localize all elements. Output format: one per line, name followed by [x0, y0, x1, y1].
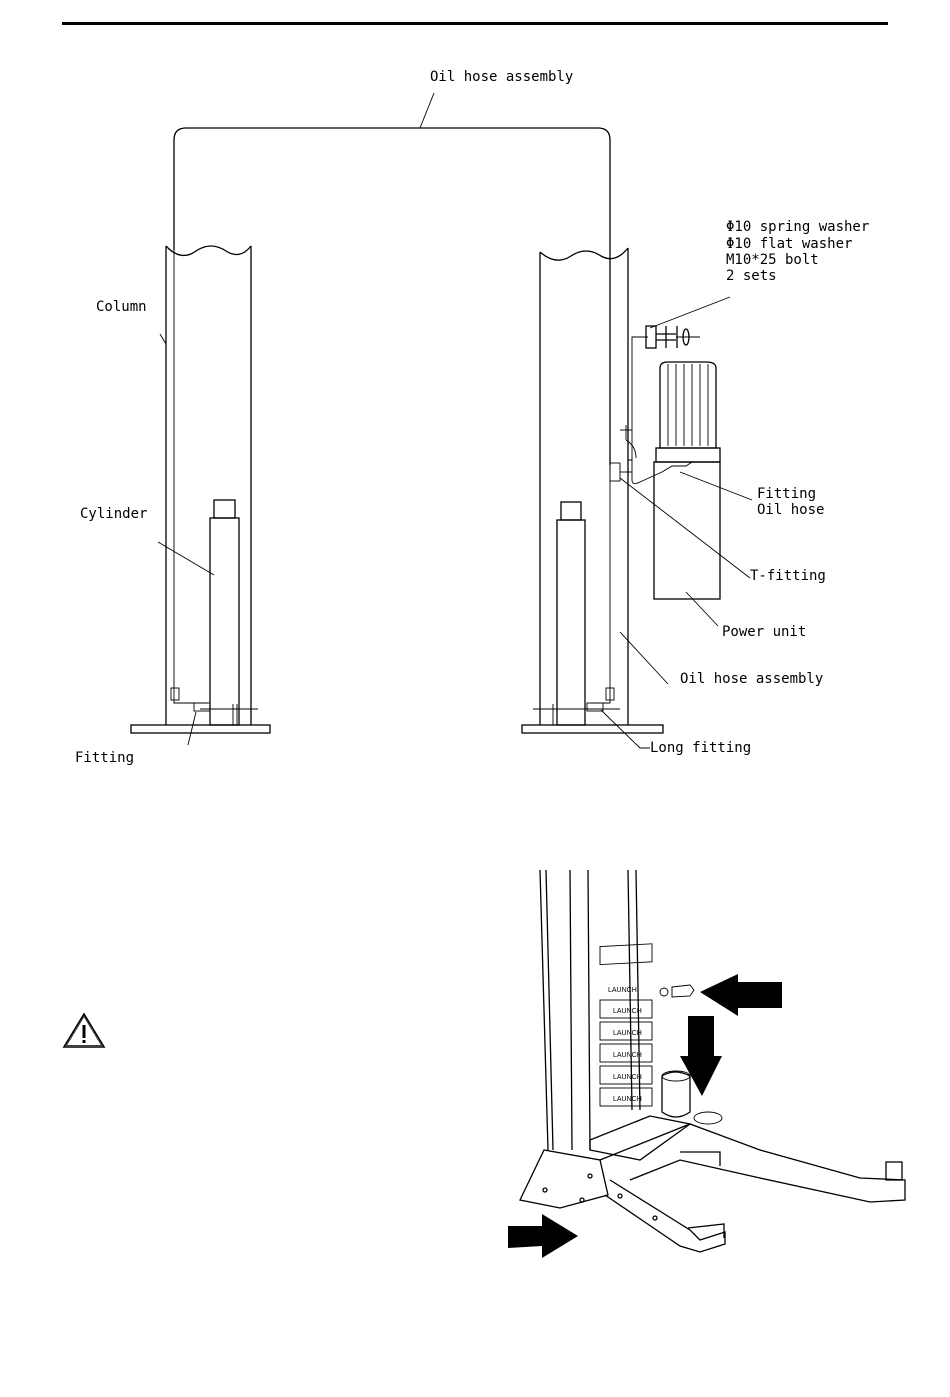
hose-connection-diagram: Oil hose assembly Column Cylinder Fittin… [0, 0, 950, 800]
label-oil-hose: Oil hose [757, 502, 824, 518]
label-bolt: M10*25 bolt [726, 252, 819, 268]
label-fitting-left: Fitting [75, 750, 134, 766]
base-and-arms [520, 1116, 905, 1252]
label-cylinder: Cylinder [80, 506, 147, 522]
lock-plate-label-4: LAUNCH [613, 1052, 642, 1059]
lock-plate-label-1: LAUNCH [608, 987, 637, 994]
label-oil-hose-bottom: Oil hose assembly [680, 671, 823, 687]
arrow-right-icon [700, 974, 782, 1016]
label-flat-washer: Φ10 flat washer [726, 236, 852, 252]
lock-plate-label-6: LAUNCH [613, 1096, 642, 1103]
label-power-unit: Power unit [722, 624, 806, 640]
top-oil-hose [174, 128, 610, 465]
arrow-down-icon [680, 1016, 722, 1096]
lock-plates: LAUNCH LAUNCH LAUNCH LAUNCH LAUNCH LAUNC… [600, 944, 652, 1106]
label-oil-hose-top: Oil hose assembly [430, 69, 573, 85]
washer [660, 988, 668, 996]
left-column [131, 246, 270, 733]
column-base-illustration: LAUNCH LAUNCH LAUNCH LAUNCH LAUNCH LAUNC… [0, 860, 950, 1280]
power-unit [610, 362, 720, 599]
bolt [672, 985, 694, 997]
label-column: Column [96, 299, 147, 315]
lock-plate-label-3: LAUNCH [613, 1030, 642, 1037]
lock-plate-label-5: LAUNCH [613, 1074, 642, 1081]
label-sets: 2 sets [726, 268, 777, 284]
cylinder [662, 1071, 722, 1124]
label-t-fitting: T-fitting [750, 568, 826, 584]
label-fitting: Fitting [757, 486, 816, 502]
lock-plate-label-2: LAUNCH [613, 1008, 642, 1015]
right-column [522, 248, 663, 733]
label-spring-washer: Φ10 spring washer [726, 219, 869, 235]
bolt-assembly [646, 326, 700, 348]
label-long-fitting: Long fitting [650, 740, 751, 756]
arrow-right-icon [508, 1214, 578, 1258]
